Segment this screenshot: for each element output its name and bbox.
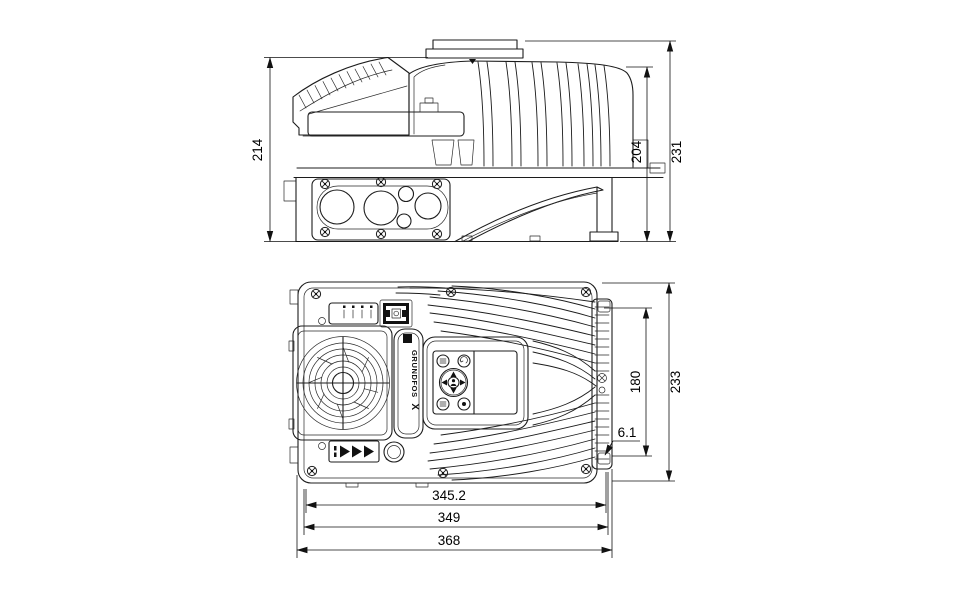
terminal-box bbox=[425, 39, 524, 59]
ok-button-icon bbox=[462, 402, 466, 406]
screw-icon bbox=[431, 228, 443, 240]
fan-cover-side bbox=[292, 56, 410, 136]
dim-height-214: 214 bbox=[250, 56, 428, 243]
arrow-right-icon bbox=[340, 445, 350, 458]
dim-label-180: 180 bbox=[628, 371, 643, 394]
dim-length-368: 368 bbox=[296, 469, 613, 558]
cable-gland bbox=[383, 441, 405, 463]
screw-icon bbox=[580, 463, 592, 475]
dim-label-349: 349 bbox=[438, 510, 461, 525]
logo-top-mark bbox=[403, 334, 412, 343]
dim-width-233: 233 bbox=[602, 282, 683, 482]
screw-icon bbox=[375, 228, 387, 240]
home-button-icon bbox=[439, 358, 447, 364]
arrow-right-icon bbox=[364, 445, 374, 458]
arrow-right-icon bbox=[352, 445, 362, 458]
dim-height-231: 231 bbox=[525, 40, 684, 243]
grundfos-logo: GRUNDFOS X bbox=[393, 328, 424, 439]
dim-label-368: 368 bbox=[438, 533, 461, 548]
control-panel bbox=[422, 336, 529, 430]
screw-icon bbox=[310, 288, 322, 300]
end-cap-ribs bbox=[591, 298, 613, 470]
back-button-icon bbox=[459, 356, 468, 364]
dim-label-214: 214 bbox=[250, 138, 265, 161]
dim-width-180: 180 bbox=[604, 307, 652, 457]
dim-offset-6-1: 6.1 bbox=[604, 425, 640, 456]
screw-icon bbox=[319, 226, 331, 238]
logo-text: GRUNDFOS X bbox=[409, 350, 420, 411]
display-screen bbox=[475, 352, 516, 413]
keypad bbox=[436, 354, 471, 411]
person-icon bbox=[451, 379, 456, 383]
mounting-foot bbox=[295, 177, 619, 243]
screw-icon bbox=[319, 178, 331, 190]
io-vents bbox=[328, 302, 379, 325]
side-view bbox=[283, 39, 666, 243]
fan-grille bbox=[288, 325, 393, 441]
top-view: GRUNDFOS X bbox=[288, 281, 613, 488]
logo-x-icon: X bbox=[409, 403, 420, 410]
menu-button-icon bbox=[439, 401, 447, 407]
signal-connector bbox=[379, 299, 413, 328]
dim-height-204: 204 bbox=[620, 66, 676, 243]
screw-icon bbox=[431, 178, 443, 190]
cooling-fins-side bbox=[408, 59, 634, 168]
dim-label-233: 233 bbox=[668, 371, 683, 394]
corner-screws bbox=[306, 286, 592, 479]
dpad bbox=[438, 367, 469, 398]
dim-label-345-2: 345.2 bbox=[432, 488, 466, 503]
direction-label bbox=[328, 440, 380, 463]
dpad-left-arrow-icon bbox=[441, 379, 447, 386]
fins-top bbox=[395, 285, 597, 481]
dim-length-349: 349 bbox=[303, 472, 609, 535]
screw-icon bbox=[437, 467, 449, 479]
dpad-up-arrow-icon bbox=[450, 371, 457, 377]
dpad-down-arrow-icon bbox=[450, 388, 457, 394]
dim-length-345-2: 345.2 bbox=[305, 472, 607, 513]
base-rail bbox=[293, 162, 666, 179]
screw-icon bbox=[306, 465, 318, 477]
dpad-right-arrow-icon bbox=[460, 379, 466, 386]
dim-label-204: 204 bbox=[629, 140, 644, 163]
dim-label-6-1: 6.1 bbox=[618, 425, 637, 440]
electronics-cover bbox=[307, 97, 465, 137]
body-band bbox=[302, 135, 649, 169]
cable-gland-plate bbox=[283, 176, 451, 241]
dim-label-231: 231 bbox=[669, 141, 684, 164]
